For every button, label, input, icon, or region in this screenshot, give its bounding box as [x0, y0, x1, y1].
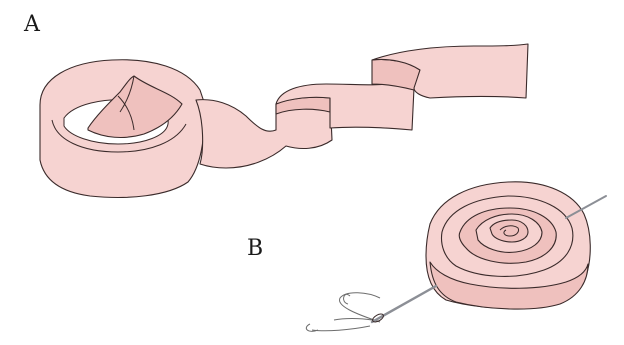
thread-loop	[312, 293, 380, 331]
rose-figure-b	[306, 182, 606, 332]
needle-shaft-left	[372, 286, 436, 322]
ribbon-figure-a	[40, 44, 528, 197]
thread-curl	[306, 294, 350, 331]
